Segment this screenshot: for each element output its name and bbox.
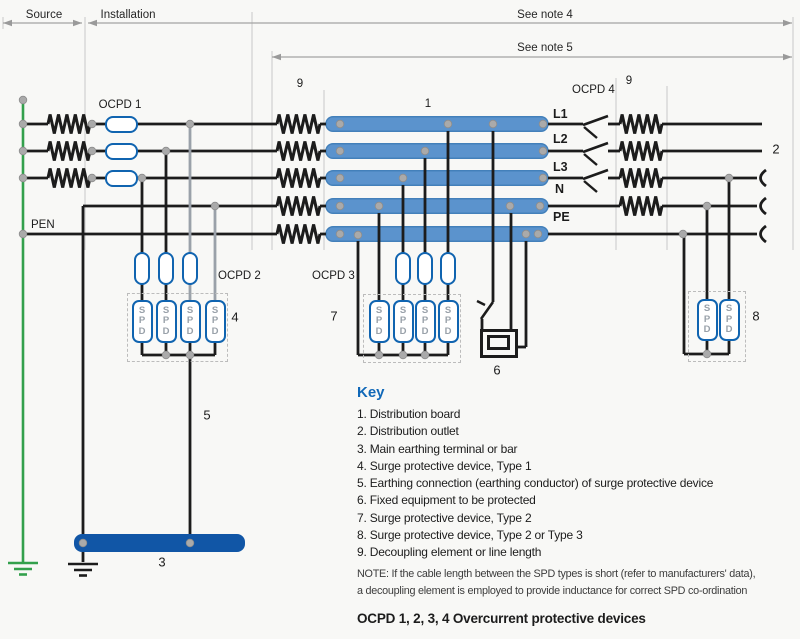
reference-lines <box>2 12 794 250</box>
line-n-label: N <box>555 182 565 196</box>
ocpd3-label: OCPD 3 <box>312 270 355 282</box>
see-note-5-label: See note 5 <box>517 42 573 54</box>
key-item-6: 6. Fixed equipment to be protected <box>357 493 536 508</box>
fixed-equipment-box <box>480 329 518 358</box>
fixed-equipment-inner <box>487 335 510 350</box>
key-item-7: 7. Surge protective device, Type 2 <box>357 510 532 525</box>
earthing-bar-marker: 3 <box>158 554 166 570</box>
source-zone-label: Source <box>25 9 63 21</box>
installation-zone-label: Installation <box>100 9 156 21</box>
key-item-5: 5. Earthing connection (earthing conduct… <box>357 476 714 491</box>
key-item-1: 1. Distribution board <box>357 407 461 421</box>
note-line-1: NOTE: If the cable length between the SP… <box>357 568 756 580</box>
dimension-lines <box>3 19 792 61</box>
ocpd3-device-3 <box>440 252 456 285</box>
key-item-3: 3. Main earthing terminal or bar <box>357 441 518 456</box>
junction-dots <box>18 95 734 548</box>
ocpd1-device-l2 <box>105 142 138 160</box>
main-earthing-bar <box>74 534 245 552</box>
ocpd1-label: OCPD 1 <box>98 99 142 111</box>
key-item-9: 9. Decoupling element or line length <box>357 545 542 560</box>
note-line-2: a decoupling element is employed to prov… <box>357 585 748 597</box>
ocpd2-device-2 <box>158 252 174 285</box>
ocpd1-device-l3 <box>105 169 138 187</box>
earthing-conductor-marker: 5 <box>203 407 211 423</box>
ocpd1-device-l1 <box>105 115 138 133</box>
earth-symbol <box>68 562 98 577</box>
key-item-2: 2. Distribution outlet <box>357 424 459 439</box>
ocpd3-device-1 <box>395 252 411 285</box>
line-l2-label: L2 <box>553 132 568 146</box>
fixed-equipment-marker: 6 <box>493 362 501 378</box>
ocpd2-label: OCPD 2 <box>218 270 261 282</box>
outlet-terminals <box>759 168 767 244</box>
spd-type1-group-box <box>127 293 228 362</box>
ocpd2-device-1 <box>134 252 150 285</box>
decoupling-coils <box>46 114 664 244</box>
key-block: Key 1. Distribution board 2. Distributio… <box>357 384 713 562</box>
pen-conductor-label: PEN <box>31 219 55 231</box>
decoupling-right-marker: 9 <box>625 75 633 87</box>
decoupling-left-marker: 9 <box>296 78 304 90</box>
see-note-4-label: See note 4 <box>517 9 573 21</box>
spd-type2-3-group-box <box>688 291 746 362</box>
line-l1-label: L1 <box>553 107 568 121</box>
ocpd3-device-2 <box>417 252 433 285</box>
switch-blades <box>476 114 609 320</box>
distribution-board-marker: 1 <box>424 98 432 110</box>
ocpd-footer-text: OCPD 1, 2, 3, 4 Overcurrent protective d… <box>357 611 646 626</box>
key-title: Key <box>357 384 385 401</box>
distribution-outlet-marker: 2 <box>772 141 780 157</box>
line-pe-label: PE <box>553 210 570 224</box>
ocpd2-device-3 <box>182 252 198 285</box>
key-item-8: 8. Surge protective device, Type 2 or Ty… <box>357 528 583 543</box>
line-l3-label: L3 <box>553 160 568 174</box>
note-text: NOTE: If the cable length between the SP… <box>357 566 756 600</box>
spd-type2-marker: 7 <box>330 308 338 324</box>
key-item-4: 4. Surge protective device, Type 1 <box>357 458 532 473</box>
spd-type1-marker: 4 <box>231 309 239 325</box>
spd-type2-group-box <box>363 294 461 363</box>
spd-type2-3-marker: 8 <box>752 308 760 324</box>
ocpd4-label: OCPD 4 <box>572 84 615 96</box>
